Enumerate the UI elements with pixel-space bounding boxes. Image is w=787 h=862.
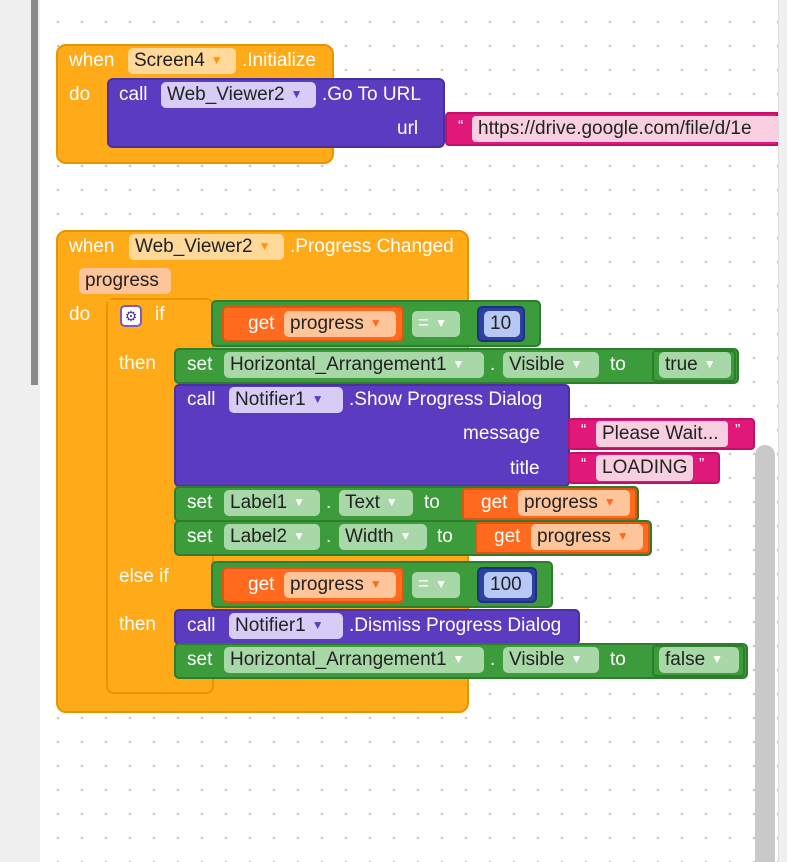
chevron-down-icon: ▼ [293,495,305,509]
call-label: call [119,84,148,105]
chevron-down-icon: ▼ [258,239,271,253]
label2-component-dropdown[interactable]: Label2▼ [224,524,320,550]
title-param-label: title [510,458,540,479]
dot-separator: . [326,492,332,513]
notifier-component-dropdown[interactable]: Notifier1▼ [229,387,343,413]
chevron-down-icon: ▼ [399,529,412,543]
true-value-dropdown[interactable]: true▼ [659,352,731,378]
open-quote: “ [581,422,587,439]
get-label: get [248,313,275,334]
set-label: set [187,526,213,547]
call-label: call [187,615,216,636]
web-viewer-event-component-dropdown[interactable]: Web_Viewer2▼ [129,234,284,260]
else-if-label: else if [119,566,169,587]
label1-component-dropdown[interactable]: Label1▼ [224,490,320,516]
right-edge [778,0,787,862]
close-quote: ” [735,422,741,439]
set-label: set [187,492,213,513]
equals-operator-dropdown[interactable]: =▼ [412,572,460,598]
get-label: get [248,574,275,595]
vertical-scrollbar[interactable] [755,445,775,862]
screen4-component-dropdown[interactable]: Screen4▼ [128,48,236,74]
notifier-component-dropdown[interactable]: Notifier1▼ [229,613,343,639]
dot-separator: . [490,354,496,375]
chevron-down-icon: ▼ [290,87,303,101]
web-viewer-component-dropdown[interactable]: Web_Viewer2▼ [161,82,316,108]
chevron-down-icon: ▼ [210,53,223,67]
progress-variable-dropdown[interactable]: progress▼ [284,572,396,598]
go-to-url-method-label: .Go To URL [322,84,421,105]
get-label: get [481,492,508,513]
show-progress-dialog-method-label: .Show Progress Dialog [349,389,543,410]
progress-variable-dropdown[interactable]: progress▼ [518,490,630,516]
chevron-down-icon: ▼ [570,652,583,666]
chevron-down-icon: ▼ [311,392,324,406]
chevron-down-icon: ▼ [452,652,465,666]
set-label: set [187,354,213,375]
message-param-label: message [463,423,541,444]
dot-separator: . [326,526,332,547]
progress-param-chip[interactable]: progress [79,268,171,294]
chevron-down-icon: ▼ [452,357,465,371]
chevron-down-icon: ▼ [616,529,629,543]
chevron-down-icon: ▼ [435,316,447,330]
text-property-dropdown[interactable]: Text▼ [339,490,413,516]
number-value-field[interactable]: 10 [484,311,520,337]
chevron-down-icon: ▼ [311,618,324,632]
gear-icon[interactable]: ⚙ [120,305,142,327]
chevron-down-icon: ▼ [711,652,724,666]
get-label: get [494,526,521,547]
chevron-down-icon: ▼ [369,577,382,591]
do-label: do [69,84,91,105]
visible-property-dropdown[interactable]: Visible▼ [503,647,599,673]
equals-operator-dropdown[interactable]: =▼ [412,311,460,337]
to-label: to [610,649,626,670]
chevron-down-icon: ▼ [703,357,716,371]
initialize-event-label: .Initialize [242,50,316,71]
false-value-dropdown[interactable]: false▼ [659,647,739,673]
url-param-label: url [397,118,419,139]
then-label: then [119,353,156,374]
close-quote: ” [699,456,705,473]
do-label: do [69,304,91,325]
to-label: to [610,354,626,375]
dot-separator: . [490,649,496,670]
chevron-down-icon: ▼ [385,495,398,509]
set-label: set [187,649,213,670]
progress-variable-dropdown[interactable]: progress▼ [284,311,396,337]
chevron-down-icon: ▼ [293,529,305,543]
chevron-down-icon: ▼ [369,316,382,330]
chevron-down-icon: ▼ [570,357,583,371]
horizontal-arrangement-dropdown[interactable]: Horizontal_Arrangement1▼ [224,352,484,378]
title-value-field[interactable]: LOADING [596,455,693,481]
when-label: when [69,50,115,71]
open-quote: “ [458,118,464,135]
left-scroll-indicator [31,0,38,385]
chevron-down-icon: ▼ [435,577,447,591]
url-value-field[interactable]: https://drive.google.com/file/d/1e [472,116,778,142]
number-value-field[interactable]: 100 [484,572,532,598]
visible-property-dropdown[interactable]: Visible▼ [503,352,599,378]
open-quote: “ [581,456,587,473]
horizontal-arrangement-dropdown[interactable]: Horizontal_Arrangement1▼ [224,647,484,673]
when-label: when [69,236,115,257]
message-value-field[interactable]: Please Wait... [596,421,728,447]
chevron-down-icon: ▼ [603,495,616,509]
dismiss-progress-dialog-method-label: .Dismiss Progress Dialog [349,615,562,636]
to-label: to [424,492,440,513]
progress-variable-dropdown[interactable]: progress▼ [531,524,643,550]
then-label: then [119,614,156,635]
call-label: call [187,389,216,410]
width-property-dropdown[interactable]: Width▼ [339,524,427,550]
if-label: if [155,304,165,325]
progress-changed-event-label: .Progress Changed [290,236,454,257]
to-label: to [437,526,453,547]
